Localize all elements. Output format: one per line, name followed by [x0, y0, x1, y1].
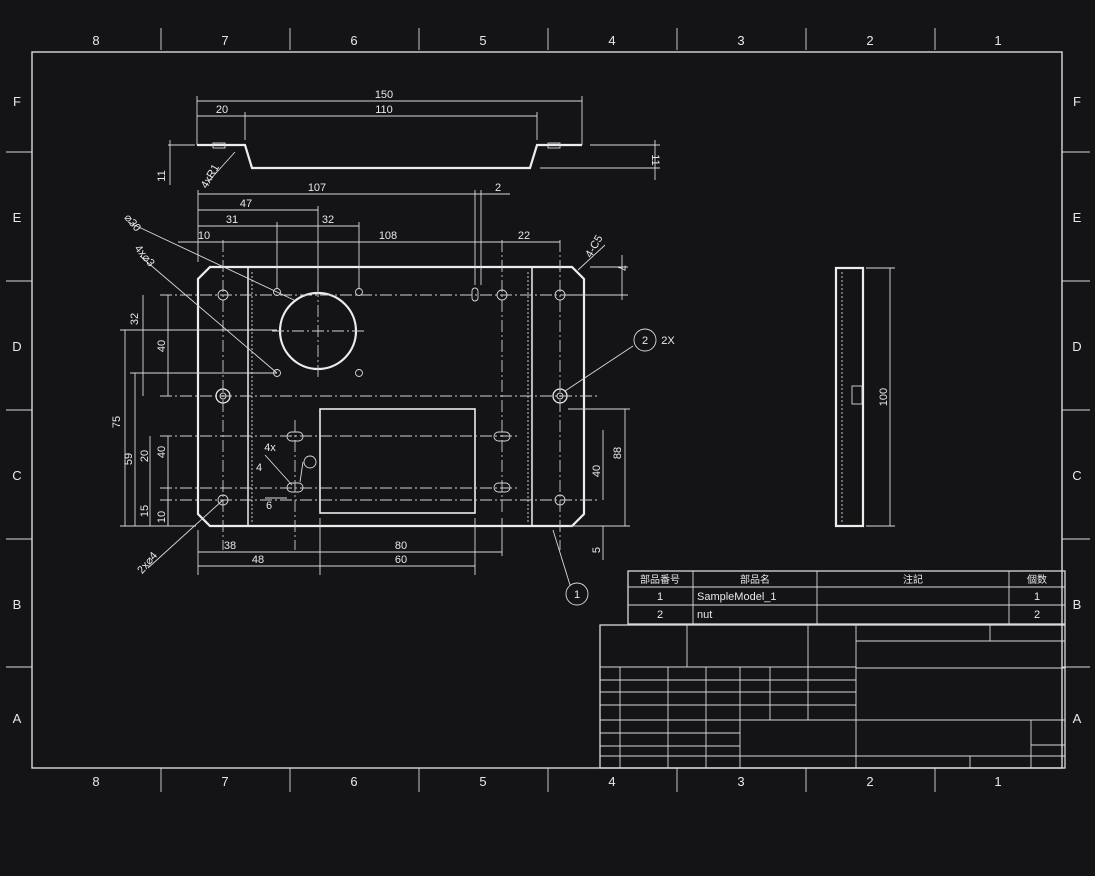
parts-header-note: 注記: [903, 573, 923, 586]
dim-height-100: 100: [878, 388, 890, 406]
zone-row-C-right: C: [1072, 468, 1081, 483]
zone-col-1-top: 1: [994, 33, 1001, 48]
dim-31: 31: [226, 214, 238, 226]
note-holes-4x3: 4x⌀3: [132, 243, 157, 269]
dim-right-5: 5: [591, 547, 603, 553]
front-left-dimensions: 32 40 75 59 20 40 15 10: [111, 295, 277, 527]
dim-right-88: 88: [612, 447, 624, 459]
balloon-2-note: 2X: [661, 335, 675, 347]
balloon-2: 2 2X: [564, 328, 675, 392]
side-view: 100: [834, 266, 895, 528]
front-top-dimensions: 107 2 47 31 32 10 108 22 4-C5 7: [178, 182, 628, 300]
zone-col-7-top: 7: [221, 33, 228, 48]
dim-left-32: 32: [129, 313, 141, 325]
zone-row-A-left: A: [13, 711, 22, 726]
dim-10-top: 10: [198, 230, 210, 242]
dim-left-40: 40: [156, 340, 168, 352]
parts-row-1-name: SampleModel_1: [697, 591, 777, 603]
front-right-dimensions: 40 88 5: [568, 408, 630, 560]
front-leaders: ⌀30 4x⌀3 2x⌀4: [122, 212, 295, 576]
dim-left-59: 59: [123, 453, 135, 465]
parts-row-2-qty: 2: [1034, 609, 1040, 621]
zone-col-5-bottom: 5: [479, 774, 486, 789]
dim-47: 47: [240, 198, 252, 210]
zone-col-2-bottom: 2: [866, 774, 873, 789]
dim-108: 108: [379, 230, 397, 242]
zone-col-1-bottom: 1: [994, 774, 1001, 789]
zone-col-6-top: 6: [350, 33, 357, 48]
note-4x: 4x: [264, 442, 276, 454]
dim-32-top: 32: [322, 214, 334, 226]
title-block: [599, 624, 1066, 769]
zone-row-D-left: D: [12, 339, 21, 354]
parts-row-2-no: 2: [657, 609, 663, 621]
parts-row-2-name: nut: [697, 609, 712, 621]
note-bend-radius: 4xR1: [199, 162, 222, 190]
dim-107: 107: [308, 182, 326, 194]
zone-col-2-top: 2: [866, 33, 873, 48]
dim-left-10: 10: [156, 511, 168, 523]
zone-labels-bottom: 8 7 6 5 4 3 2 1: [92, 774, 1001, 789]
dim-2: 2: [495, 182, 501, 194]
zone-row-A-right: A: [1073, 711, 1082, 726]
note-6: 6: [266, 500, 272, 512]
zone-row-E-left: E: [13, 210, 22, 225]
zone-col-3-bottom: 3: [737, 774, 744, 789]
front-view: 107 2 47 31 32 10 108 22 4-C5 7: [111, 182, 675, 606]
zone-col-4-bottom: 4: [608, 774, 615, 789]
zone-col-8-top: 8: [92, 33, 99, 48]
zone-col-8-bottom: 8: [92, 774, 99, 789]
dim-left-40b: 40: [156, 446, 168, 458]
parts-list: 部品番号 部品名 注記 個数 1 SampleModel_1 1 2 nut 2: [627, 570, 1066, 625]
zone-row-B-left: B: [13, 597, 22, 612]
note-4: 4: [256, 462, 262, 474]
zone-col-5-top: 5: [479, 33, 486, 48]
dim-left-15: 15: [139, 505, 151, 517]
dim-overall-150: 150: [375, 89, 393, 101]
parts-header-no: 部品番号: [640, 573, 680, 586]
dim-right-40: 40: [591, 465, 603, 477]
dim-22: 22: [518, 230, 530, 242]
dim-left-20: 20: [139, 450, 151, 462]
zone-row-B-right: B: [1073, 597, 1082, 612]
zone-col-7-bottom: 7: [221, 774, 228, 789]
drawing-frame: [6, 28, 1090, 792]
dim-thickness-11: 11: [156, 170, 168, 181]
dim-bottom-80: 80: [395, 540, 407, 552]
parts-header-name: 部品名: [740, 573, 770, 586]
parts-row-1-no: 1: [657, 591, 663, 603]
parts-row-1-qty: 1: [1034, 591, 1040, 603]
note-holes-2x4: 2x⌀4: [135, 550, 160, 576]
zone-labels-left: F E D C B A: [12, 94, 21, 726]
zone-row-D-right: D: [1072, 339, 1081, 354]
front-slot-notes: 4x 4 6: [256, 442, 317, 512]
note-chamfer: 4-C5: [583, 233, 605, 260]
balloon-1: 1: [552, 529, 589, 606]
zone-row-E-right: E: [1073, 210, 1082, 225]
balloon-1-id: 1: [574, 589, 580, 601]
zone-col-6-bottom: 6: [350, 774, 357, 789]
dim-depth-11: 11: [649, 154, 661, 165]
dim-bottom-60: 60: [395, 554, 407, 566]
dim-inner-110: 110: [375, 104, 393, 116]
note-bore-30: ⌀30: [122, 212, 143, 234]
zone-row-F-right: F: [1073, 94, 1081, 109]
dim-flange-20: 20: [216, 104, 228, 116]
zone-labels-top: 8 7 6 5 4 3 2 1: [92, 33, 1001, 48]
zone-col-4-top: 4: [608, 33, 615, 48]
zone-labels-right: F E D C B A: [1072, 94, 1081, 726]
dim-bottom-48: 48: [252, 554, 264, 566]
zone-row-C-left: C: [12, 468, 21, 483]
front-bottom-dimensions: 38 48 80 60: [197, 518, 503, 575]
zone-col-3-top: 3: [737, 33, 744, 48]
balloon-2-id: 2: [642, 335, 648, 347]
dim-bottom-38: 38: [224, 540, 236, 552]
zone-row-F-left: F: [13, 94, 21, 109]
dim-7: 7: [615, 265, 627, 271]
dim-left-75: 75: [111, 416, 123, 428]
top-view: 150 110 20 11 11 4xR1: [156, 89, 661, 191]
parts-header-qty: 個数: [1027, 573, 1047, 586]
